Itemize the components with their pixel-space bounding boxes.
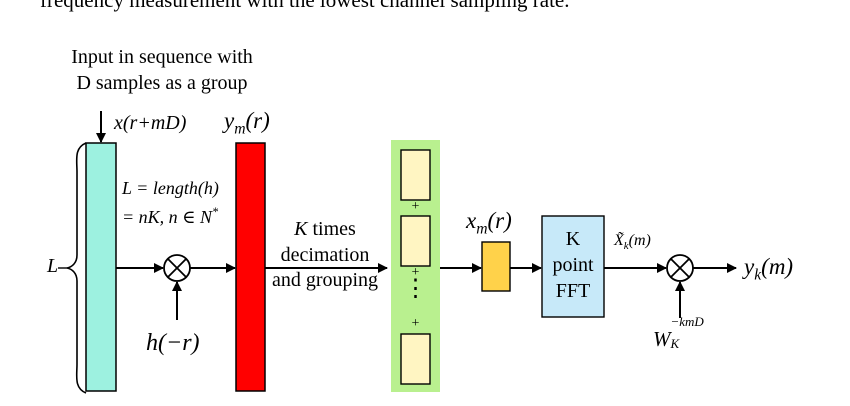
input-sequence-bar: [85, 142, 117, 392]
decimation-line1: K times: [294, 218, 356, 240]
circled-x-icon: [666, 254, 694, 282]
fft-label-line2: point: [552, 254, 594, 276]
input-description-line2: D samples as a group: [76, 72, 248, 94]
group-cell-1: [400, 149, 431, 201]
input-signal-label: x(r+mD): [114, 112, 187, 134]
plus-sign-1: +: [411, 199, 420, 214]
decimation-line2: decimation: [280, 244, 370, 266]
filter-label: h(−r): [146, 330, 200, 356]
plus-sign-3: +: [411, 316, 420, 331]
decimation-line3: and grouping: [271, 269, 379, 291]
ym-label: ym(r): [224, 108, 270, 138]
brace-length-label: L: [47, 255, 59, 277]
left-brace-icon: [66, 142, 87, 394]
output-label: yk(m): [744, 254, 794, 284]
length-equation-line1: L = length(h): [122, 178, 219, 198]
input-description-line1: Input in sequence with: [71, 46, 253, 68]
fft-label-line3: FFT: [555, 280, 591, 302]
fft-block: [541, 215, 605, 318]
xm-block: [481, 241, 511, 292]
filtered-sequence-bar: [235, 142, 266, 392]
plus-sign-2: +: [411, 265, 420, 280]
caption-text: frequency measurement with the lowest ch…: [40, 0, 570, 12]
xk-label: X̃k(m): [614, 232, 651, 253]
group-cell-2: [400, 215, 431, 267]
group-cell-3: [400, 333, 431, 385]
circled-x-icon: [163, 254, 191, 282]
xm-label: xm(r): [466, 208, 512, 238]
fft-label-line1: K: [565, 228, 581, 250]
length-equation-line2: = nK, n ∈ N*: [122, 205, 219, 227]
vertical-ellipsis: ⋮: [403, 276, 428, 302]
